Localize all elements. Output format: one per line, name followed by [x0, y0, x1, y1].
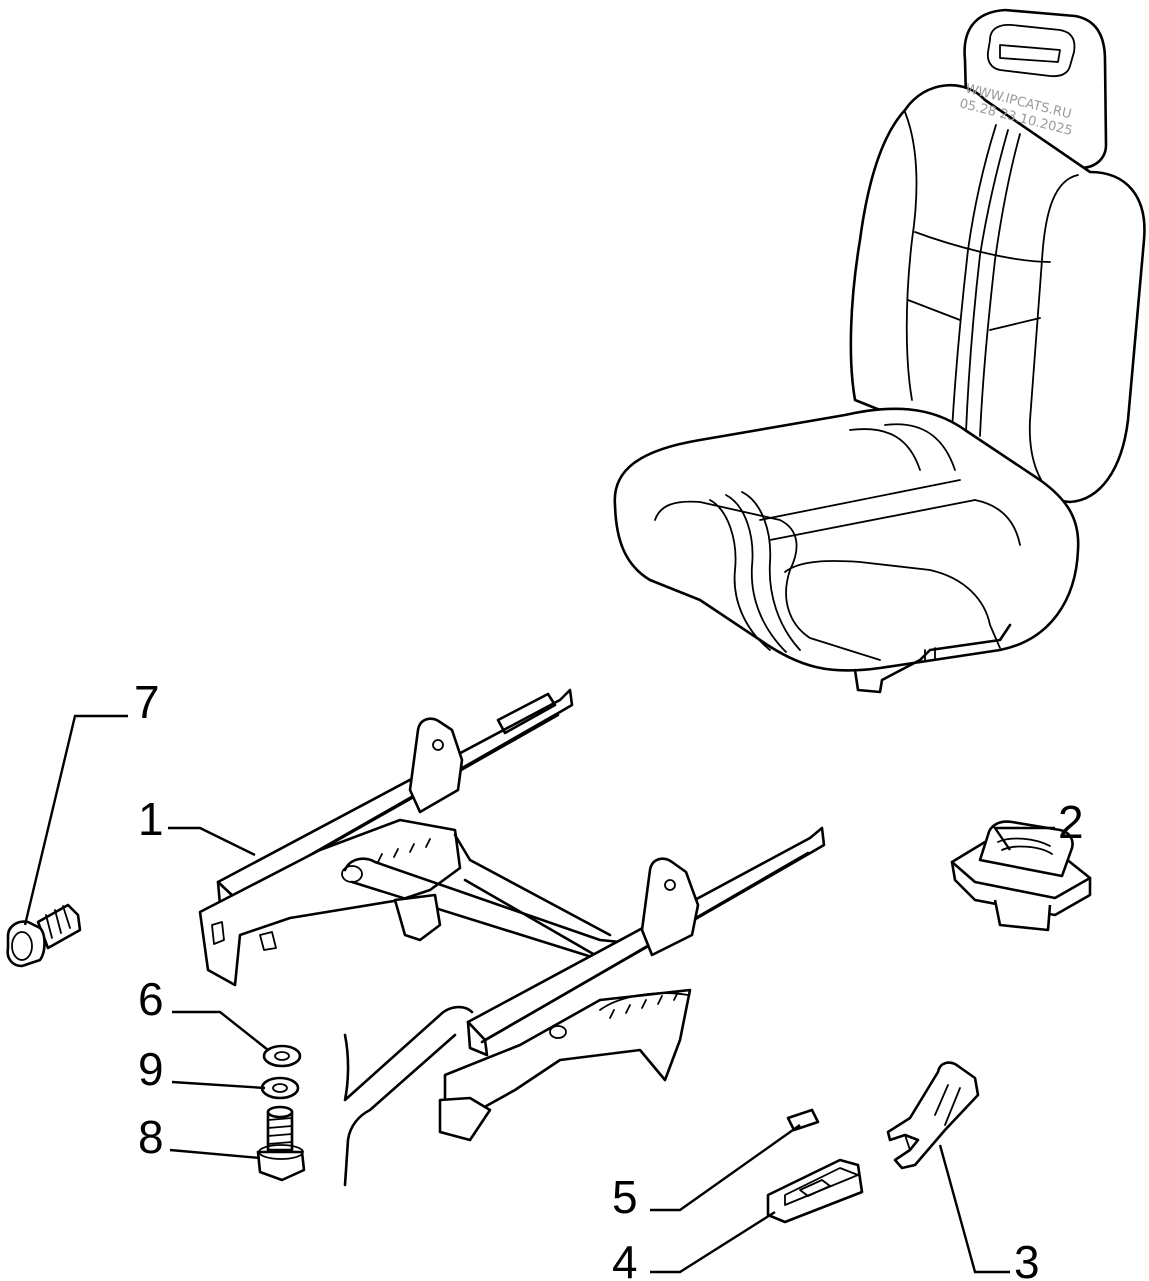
leader-6: [172, 1010, 269, 1051]
leader-8: [169, 1148, 261, 1160]
leader-1: [168, 826, 256, 857]
pad: [786, 1108, 820, 1132]
leader-9: [171, 1080, 266, 1090]
callout-3: 3: [1014, 1236, 1040, 1281]
flange-bolt: [256, 1105, 306, 1182]
lever-clip: [886, 1061, 980, 1170]
floor-panel-edge: [343, 1005, 474, 1102]
callout-7: 7: [134, 676, 160, 728]
seat-frame-rails: [198, 688, 826, 1142]
callout-9: 9: [138, 1043, 164, 1095]
callout-6: 6: [138, 973, 164, 1025]
washer-6: [262, 1044, 302, 1068]
leader-3: [938, 1144, 1010, 1274]
rubber-boot: [950, 820, 1092, 932]
callout-2: 2: [1058, 796, 1084, 848]
washer-9: [260, 1076, 300, 1100]
seat-assembly: [613, 8, 1146, 694]
callout-5: 5: [612, 1171, 638, 1223]
callout-8: 8: [138, 1111, 164, 1163]
callout-4: 4: [612, 1236, 638, 1281]
leader-2: [992, 826, 1055, 851]
floor-panel-edge: [343, 1033, 457, 1187]
bolt: [6, 903, 82, 968]
leader-4: [650, 1210, 776, 1274]
handle-cover: [766, 1158, 864, 1224]
leader-5: [650, 1124, 801, 1212]
callout-1: 1: [138, 793, 164, 845]
leader-lines: [23, 714, 1055, 1274]
leader-7: [23, 714, 128, 926]
callouts: 7 1 2 6 9 8 5 4 3: [134, 676, 1084, 1281]
